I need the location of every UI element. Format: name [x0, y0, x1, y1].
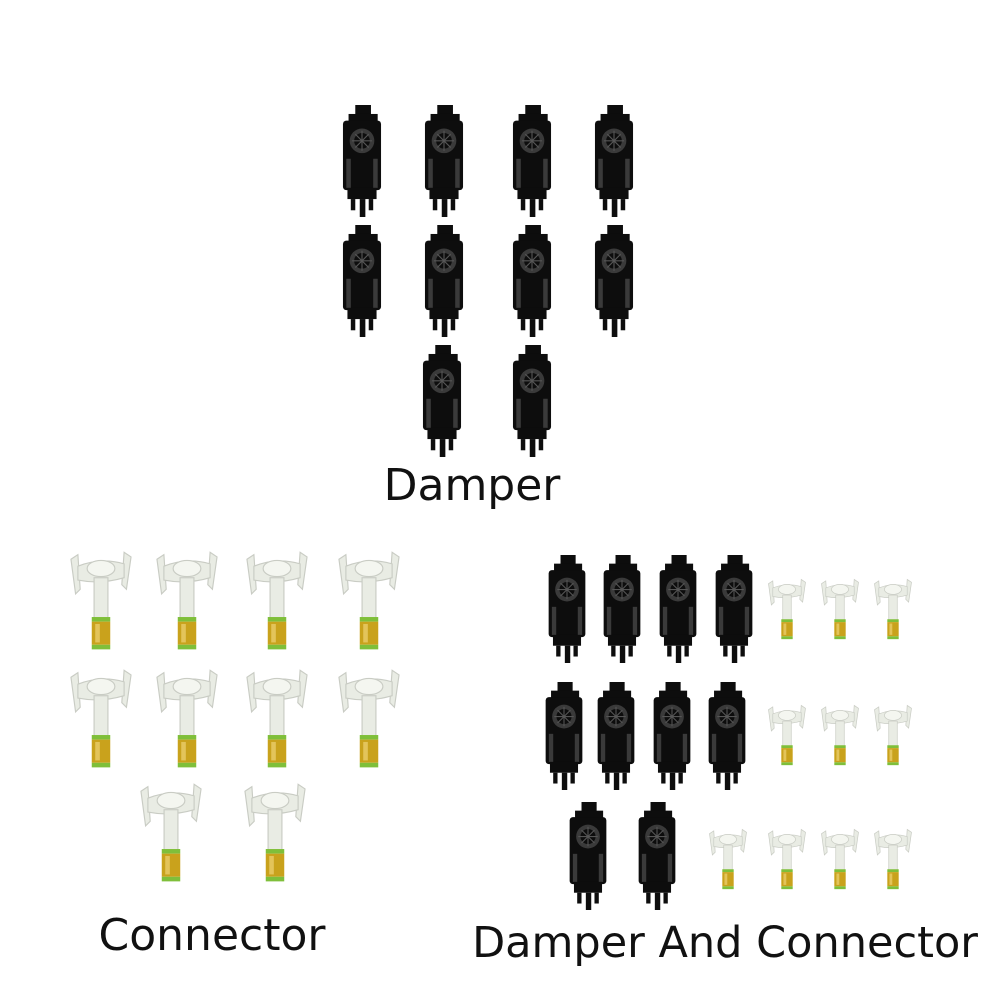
ink-damper-icon — [654, 555, 702, 663]
ink-damper-icon — [508, 225, 556, 337]
ink-connector-icon — [868, 704, 918, 768]
ink-damper-icon — [633, 802, 681, 910]
ink-connector-icon — [815, 578, 865, 642]
ink-damper-icon — [598, 555, 646, 663]
ink-damper-icon — [508, 105, 556, 217]
ink-damper-icon — [540, 682, 588, 790]
ink-connector-icon — [330, 668, 408, 772]
ink-damper-icon — [564, 802, 612, 910]
ink-connector-icon — [762, 828, 812, 892]
ink-connector-icon — [62, 550, 140, 654]
ink-connector-icon — [762, 578, 812, 642]
ink-connector-icon — [62, 668, 140, 772]
ink-connector-icon — [868, 828, 918, 892]
damper-and-connector-caption: Damper And Connector — [472, 918, 978, 968]
ink-connector-icon — [148, 550, 226, 654]
ink-damper-icon — [420, 225, 468, 337]
ink-connector-icon — [868, 578, 918, 642]
ink-damper-icon — [338, 105, 386, 217]
ink-damper-icon — [590, 105, 638, 217]
ink-connector-icon — [238, 668, 316, 772]
ink-connector-icon — [815, 828, 865, 892]
ink-connector-icon — [132, 782, 210, 886]
ink-connector-icon — [238, 550, 316, 654]
ink-damper-icon — [543, 555, 591, 663]
ink-connector-icon — [703, 828, 753, 892]
ink-damper-icon — [338, 225, 386, 337]
ink-damper-icon — [592, 682, 640, 790]
ink-connector-icon — [762, 704, 812, 768]
ink-connector-icon — [148, 668, 226, 772]
ink-damper-icon — [648, 682, 696, 790]
ink-connector-icon — [236, 782, 314, 886]
ink-damper-icon — [710, 555, 758, 663]
ink-damper-icon — [420, 105, 468, 217]
ink-damper-icon — [590, 225, 638, 337]
connector-caption: Connector — [98, 910, 326, 961]
ink-connector-icon — [815, 704, 865, 768]
ink-damper-icon — [418, 345, 466, 457]
ink-connector-icon — [330, 550, 408, 654]
ink-damper-icon — [703, 682, 751, 790]
ink-damper-icon — [508, 345, 556, 457]
damper-caption: Damper — [383, 460, 561, 511]
